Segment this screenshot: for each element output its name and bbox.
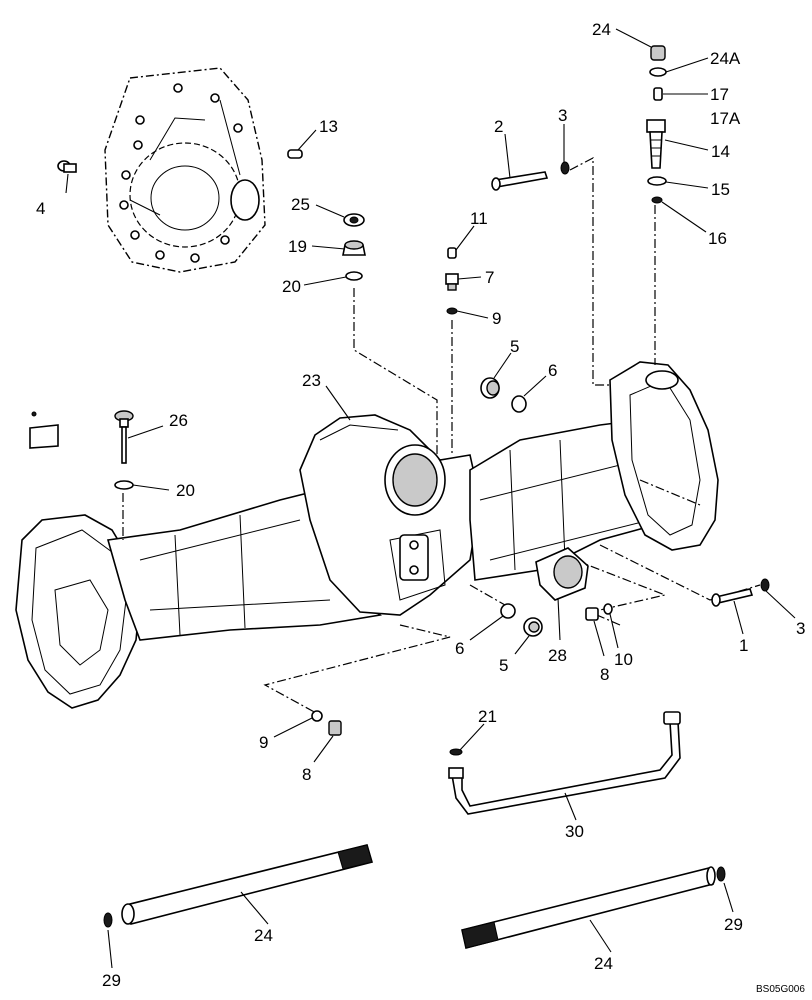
callout-3-lower: 3	[796, 619, 805, 638]
part-6-ring-upper	[511, 395, 527, 413]
part-9-washer-upper	[446, 307, 458, 315]
callout-24-right-shaft: 24	[594, 954, 613, 973]
callout-19: 19	[288, 237, 307, 256]
part-21-fitting	[449, 748, 463, 756]
callout-17a: 17A	[710, 109, 741, 128]
callout-21: 21	[478, 707, 497, 726]
part-13-pin	[287, 149, 303, 159]
part-16-seal	[651, 196, 663, 204]
part-14-valve	[646, 119, 666, 169]
callout-4: 4	[36, 199, 45, 218]
part-25-nut	[343, 213, 365, 227]
part-24-axle-shaft-right	[461, 866, 716, 949]
callout-30: 30	[565, 822, 584, 841]
part-7-plug	[445, 273, 459, 291]
part-6-ring-lower	[500, 603, 516, 619]
part-24-cap	[650, 45, 666, 61]
part-24-axle-shaft-left	[121, 844, 374, 925]
callout-23: 23	[302, 371, 321, 390]
assembly-lines	[122, 157, 761, 715]
part-5-plug-lower	[523, 617, 543, 637]
callout-10: 10	[614, 650, 633, 669]
part-28-bushing	[535, 547, 589, 601]
part-3-washer-upper	[560, 161, 570, 175]
callout-14: 14	[711, 142, 730, 161]
callout-5-lower: 5	[499, 656, 508, 675]
part-17-fitting	[653, 87, 663, 101]
leader-lines	[65, 28, 796, 969]
callout-24a: 24A	[710, 49, 741, 68]
part-10-washer	[603, 603, 613, 615]
part-20-washer-lower	[114, 480, 134, 490]
part-11-breather	[447, 247, 457, 259]
drawing-code: BS05G006	[756, 984, 805, 995]
callout-13: 13	[319, 117, 338, 136]
callout-2: 2	[494, 117, 503, 136]
callout-28: 28	[548, 646, 567, 665]
part-24a-washer	[649, 67, 667, 77]
callout-7: 7	[485, 268, 494, 287]
callout-11: 11	[470, 209, 488, 228]
callout-3-upper: 3	[558, 106, 567, 125]
callout-15: 15	[711, 180, 730, 199]
callout-1: 1	[739, 636, 748, 655]
part-2-bolt	[491, 171, 549, 191]
callout-26: 26	[169, 411, 188, 430]
callout-24-left-shaft: 24	[254, 926, 273, 945]
part-29-washer-right	[716, 866, 726, 882]
callout-9-upper: 9	[492, 309, 501, 328]
callout-5-upper: 5	[510, 337, 519, 356]
part-15-ring	[647, 176, 667, 186]
callout-6-lower: 6	[455, 639, 464, 658]
part-20-washer-upper	[345, 271, 363, 281]
callout-8-lower: 8	[302, 765, 311, 784]
part-8-plug-lower	[328, 720, 342, 736]
callout-20-lower: 20	[176, 481, 195, 500]
part-3-washer-lower	[760, 578, 770, 592]
callout-8-right: 8	[600, 665, 609, 684]
part-26-dipstick	[114, 410, 134, 464]
axle-housing	[15, 361, 719, 709]
part-5-plug-upper	[480, 377, 500, 399]
identification-plate	[29, 411, 59, 449]
part-9-washer-lower	[311, 710, 323, 722]
part-30-tube	[448, 711, 681, 815]
callout-17: 17	[710, 85, 729, 104]
callout-6-upper: 6	[548, 361, 557, 380]
callout-29-right: 29	[724, 915, 743, 934]
callout-labels: 24 24A 17 17A 14 15 16 2 3 13 25 19 20 1…	[36, 20, 805, 995]
part-29-washer-left	[103, 912, 113, 928]
part-1-bolt	[711, 588, 754, 607]
callout-24: 24	[592, 20, 611, 39]
callout-16: 16	[708, 229, 727, 248]
part-8-plug-right	[585, 607, 599, 621]
callout-9-lower: 9	[259, 733, 268, 752]
callout-20-upper: 20	[282, 277, 301, 296]
part-19-nut	[342, 240, 366, 256]
callout-29-left: 29	[102, 971, 121, 990]
part-4-bolt	[57, 160, 77, 173]
differential-housing-ghost	[104, 67, 266, 273]
callout-25: 25	[291, 195, 310, 214]
